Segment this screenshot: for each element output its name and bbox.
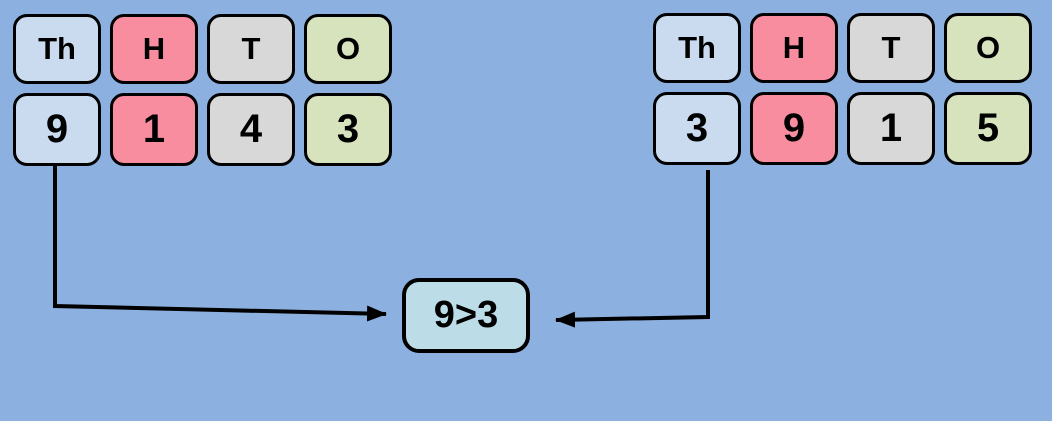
right-thousands-arrow: [555, 170, 710, 328]
left-thousands-digit-cell: 9: [13, 93, 101, 166]
right-thousands-digit-cell: 3: [653, 92, 741, 165]
left-hundreds-header-cell: H: [110, 14, 198, 84]
left-tens-digit-cell: 4: [207, 93, 295, 166]
right-tens-header-cell: T: [847, 13, 935, 83]
left-ones-digit-cell: 3: [304, 93, 392, 166]
comparison-box: 9>3: [402, 278, 530, 353]
left-tens-header-cell: T: [207, 14, 295, 84]
left-ones-header-cell: O: [304, 14, 392, 84]
left-hundreds-digit-cell: 1: [110, 93, 198, 166]
right-hundreds-header-cell: H: [750, 13, 838, 83]
right-ones-header-cell: O: [944, 13, 1032, 83]
right-ones-digit-cell: 5: [944, 92, 1032, 165]
left-thousands-arrow: [53, 166, 387, 322]
right-thousands-header-cell: Th: [653, 13, 741, 83]
left-thousands-header-cell: Th: [13, 14, 101, 84]
right-tens-digit-cell: 1: [847, 92, 935, 165]
place-value-table-right: Th H T O 3 9 1 5: [653, 13, 1032, 165]
right-hundreds-digit-cell: 9: [750, 92, 838, 165]
place-value-table-left: Th H T O 9 1 4 3: [13, 14, 392, 166]
